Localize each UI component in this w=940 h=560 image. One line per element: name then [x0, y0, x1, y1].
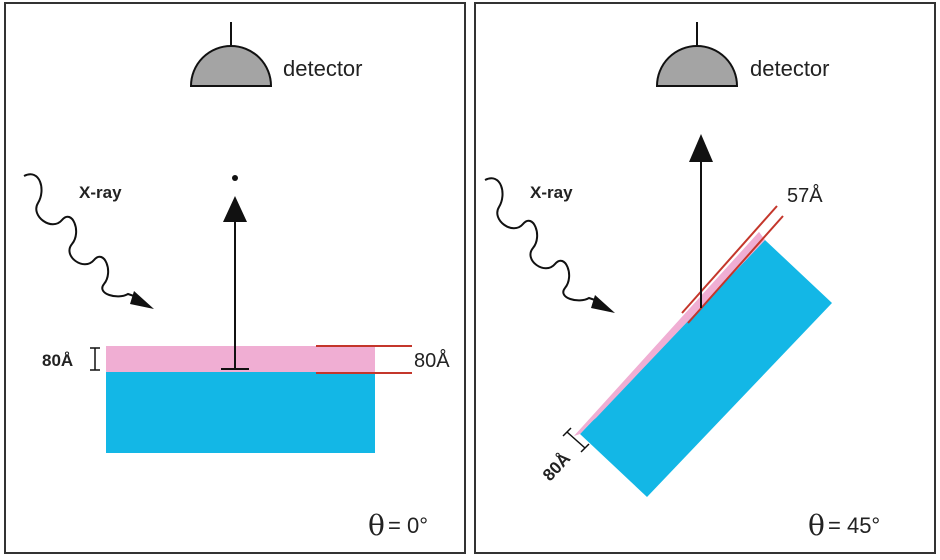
right-probe-depth-label: 57Å	[787, 184, 823, 207]
right-probe-depth-marker	[681, 205, 784, 324]
left-film-thickness-label: 80Å	[42, 351, 73, 370]
right-xray-wave-icon	[484, 177, 615, 313]
right-arrow-up-icon	[689, 134, 713, 308]
left-substrate	[106, 372, 375, 453]
right-panel-frame	[474, 2, 936, 554]
right-detector-icon	[655, 22, 739, 87]
right-detector-label: detector	[750, 56, 830, 81]
left-film-layer	[106, 346, 375, 372]
right-xray-label: X-ray	[530, 183, 573, 202]
right-substrate	[580, 240, 832, 497]
left-panel: detector X-ray 80Å 80Å	[4, 2, 466, 554]
left-detector-label: detector	[283, 56, 363, 81]
right-thickness-bracket	[562, 427, 590, 453]
right-film-edge	[574, 232, 765, 436]
left-thickness-bracket	[90, 347, 100, 371]
left-probe-depth-label: 80Å	[414, 349, 450, 372]
left-xray-label: X-ray	[79, 183, 122, 202]
left-detector-icon	[189, 22, 273, 87]
left-xray-wave-icon	[23, 173, 154, 309]
left-arrow-up-icon	[221, 175, 249, 370]
left-angle-symbol: θ	[368, 509, 385, 542]
right-angle-value: = 45°	[828, 513, 880, 538]
right-panel: detector X-ray 57Å 80Å θ =	[474, 2, 936, 554]
left-angle-value: = 0°	[388, 513, 428, 538]
left-probe-depth-marker	[316, 345, 412, 374]
right-angle-symbol: θ	[808, 509, 825, 542]
